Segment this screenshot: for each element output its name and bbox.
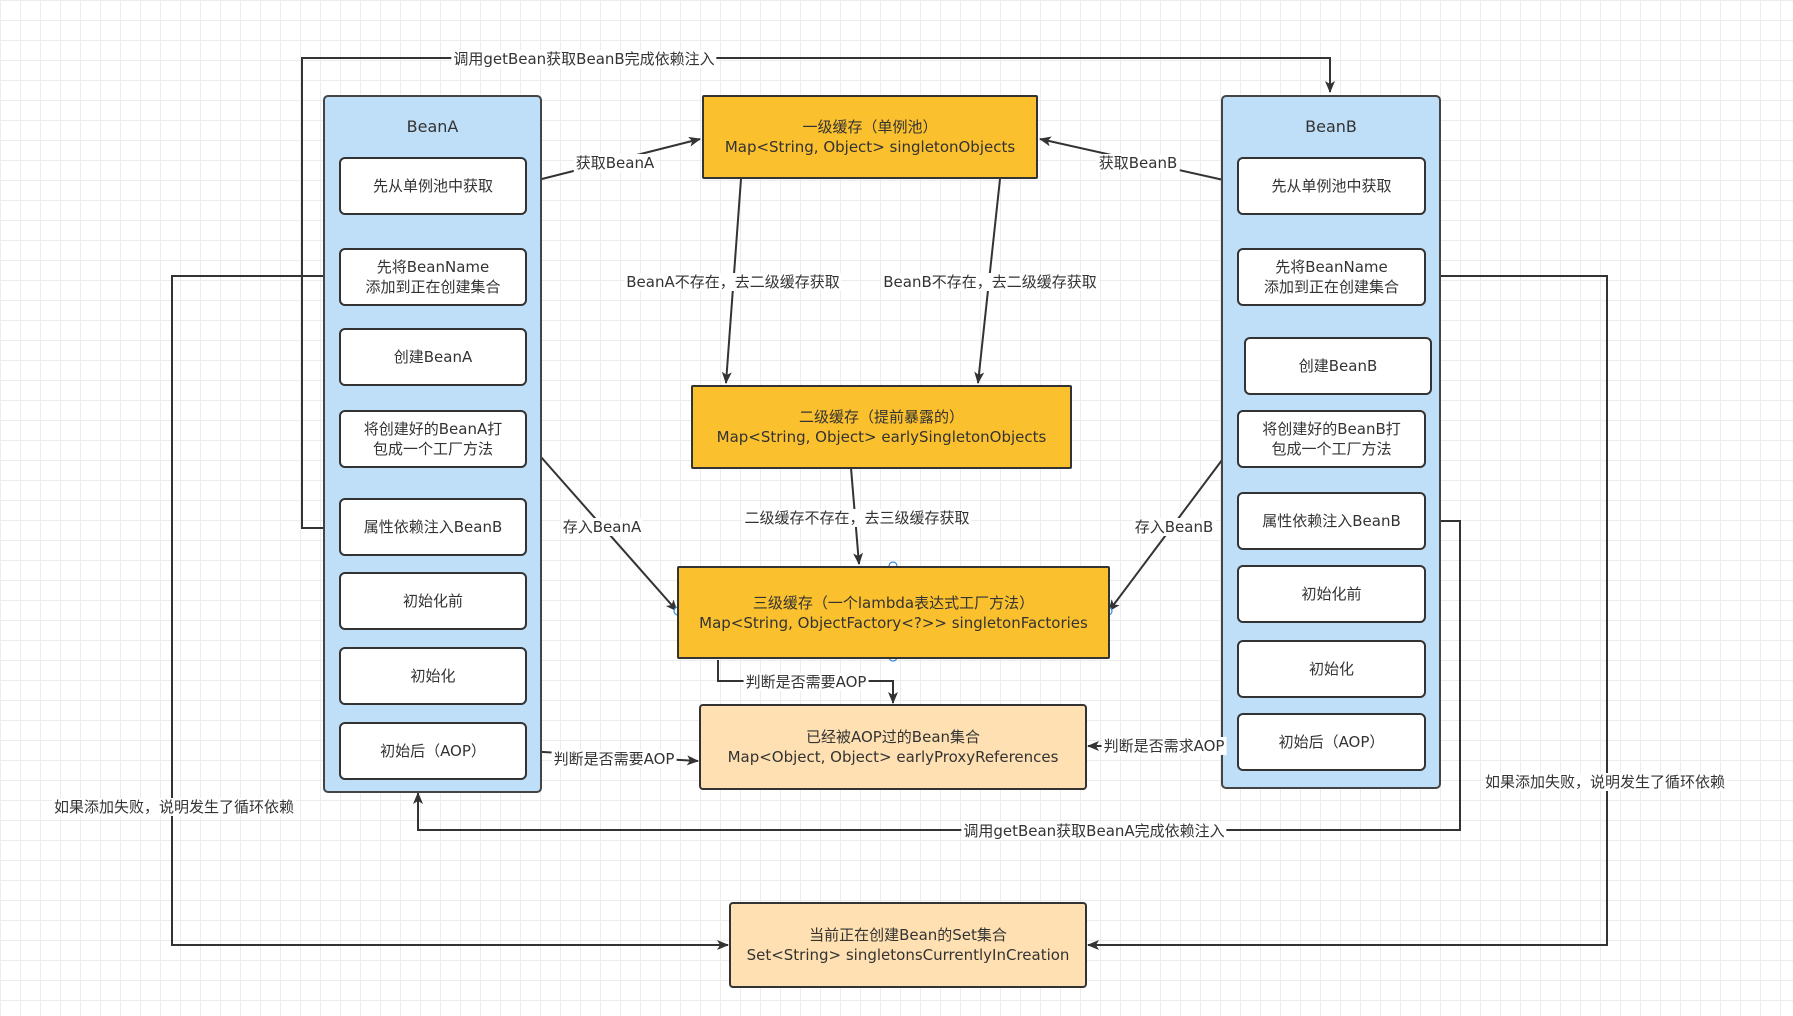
edge-bottom-call (413, 520, 1461, 831)
label-l2-not-exist: 二级缓存不存在，去三级缓存获取 (742, 509, 972, 527)
label-a-not-exist: BeanA不存在，去二级缓存获取 (624, 273, 842, 291)
edge-top-call (301, 57, 1335, 529)
bean-b-step-create: 创建BeanB (1244, 337, 1432, 395)
edge-fail-left (171, 275, 729, 950)
aop-proxy-set-box: 已经被AOP过的Bean集合 Map<Object, Object> early… (699, 704, 1087, 790)
edge-fail-right (1087, 275, 1608, 950)
bean-a-step-inject: 属性依赖注入BeanB (339, 498, 527, 556)
bean-b-step-init: 初始化 (1237, 640, 1426, 698)
bean-a-step-add-creating: 先将BeanName 添加到正在创建集合 (339, 248, 527, 306)
bean-a-step-after-init-aop: 初始后（AOP） (339, 722, 527, 780)
label-get-a: 获取BeanA (573, 154, 657, 172)
level2-cache-box: 二级缓存（提前暴露的） Map<String, Object> earlySin… (691, 385, 1072, 469)
bean-b-step-add-creating: 先将BeanName 添加到正在创建集合 (1237, 248, 1426, 306)
label-b-not-exist: BeanB不存在，去二级缓存获取 (881, 273, 1099, 291)
label-fail-right: 如果添加失败，说明发生了循环依赖 (1482, 773, 1728, 791)
bean-b-step-inject: 属性依赖注入BeanB (1237, 492, 1426, 550)
label-get-b: 获取BeanB (1096, 154, 1180, 172)
bean-b-step-after-init-aop: 初始后（AOP） (1237, 713, 1426, 771)
bean-a-title: BeanA (406, 117, 459, 136)
label-store-a: 存入BeanA (560, 518, 644, 536)
level1-cache-box: 一级缓存（单例池） Map<String, Object> singletonO… (702, 95, 1038, 179)
bean-a-step-get-from-pool: 先从单例池中获取 (339, 157, 527, 215)
bean-a-step-before-init: 初始化前 (339, 572, 527, 630)
bean-b-title: BeanB (1305, 117, 1357, 136)
currently-creating-set-box: 当前正在创建Bean的Set集合 Set<String> singletonsC… (729, 902, 1087, 988)
label-judge-aop-right: 判断是否需求AOP (1101, 737, 1227, 755)
label-judge-aop-mid: 判断是否需要AOP (743, 673, 869, 691)
bean-b-step-wrap-factory: 将创建好的BeanB打 包成一个工厂方法 (1237, 410, 1426, 468)
level3-cache-box: 三级缓存（一个lambda表达式工厂方法） Map<String, Object… (677, 566, 1110, 659)
label-store-b: 存入BeanB (1132, 518, 1216, 536)
bean-b-step-get-from-pool: 先从单例池中获取 (1237, 157, 1426, 215)
label-top-call: 调用getBean获取BeanB完成依赖注入 (451, 50, 717, 68)
bean-b-step-before-init: 初始化前 (1237, 565, 1426, 623)
bean-a-step-init: 初始化 (339, 647, 527, 705)
label-judge-aop-left: 判断是否需要AOP (551, 750, 677, 768)
label-fail-left: 如果添加失败，说明发生了循环依赖 (51, 798, 297, 816)
bean-a-step-wrap-factory: 将创建好的BeanA打 包成一个工厂方法 (339, 410, 527, 468)
bean-a-step-create: 创建BeanA (339, 328, 527, 386)
label-bottom-call: 调用getBean获取BeanA完成依赖注入 (961, 822, 1227, 840)
